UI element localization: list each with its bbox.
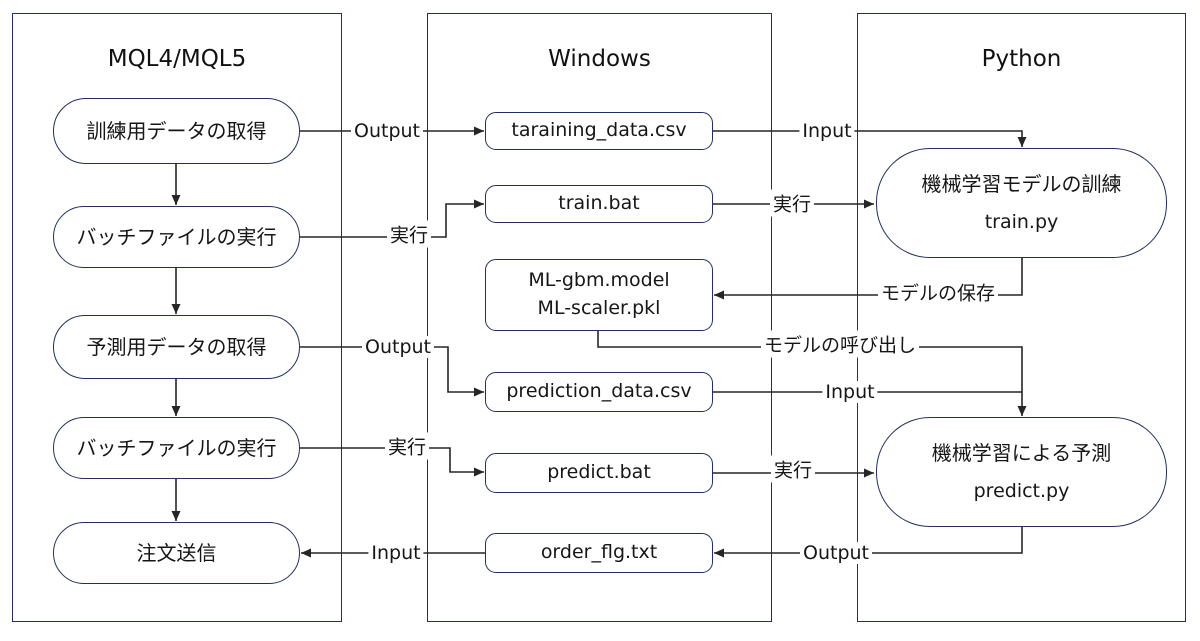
edge-input-train-py <box>713 130 1027 147</box>
train-py-filename: train.py <box>984 210 1059 233</box>
edge-label-output-training: Output <box>351 120 423 142</box>
train-py-title: 機械学習モデルの訓練 <box>921 171 1122 196</box>
edge-exec-train-bat <box>300 199 484 238</box>
edge-label-input-order: Input <box>368 542 424 564</box>
model-file-line2: ML-scaler.pkl <box>537 297 661 319</box>
column-python <box>857 13 1186 622</box>
predict-py-filename: predict.py <box>973 479 1070 502</box>
node-get-training-data: 訓練用データの取得 <box>53 98 300 164</box>
node-send-order: 注文送信 <box>53 522 300 584</box>
edge-label-exec-batch2: 実行 <box>384 432 430 460</box>
column-title-python: Python <box>981 46 1062 72</box>
node-predict-py: 機械学習による予測 predict.py <box>876 417 1167 527</box>
column-title-windows: Windows <box>548 46 651 72</box>
model-file-line1: ML-gbm.model <box>528 269 670 292</box>
node-predict-bat: predict.bat <box>485 453 713 493</box>
node-get-prediction-data: 予測用データの取得 <box>53 315 300 379</box>
edge-label-output-prediction: Output <box>362 336 434 358</box>
edge-label-input-prediction: Input <box>822 381 878 403</box>
edge-label-exec-train-bat: 実行 <box>769 189 815 217</box>
column-mql <box>12 13 342 622</box>
node-order-flag: order_flg.txt <box>485 533 713 573</box>
node-train-bat: train.bat <box>485 185 713 223</box>
edge-label-model-save: モデルの保存 <box>877 278 999 306</box>
node-run-batch-2: バッチファイルの実行 <box>53 417 300 479</box>
node-train-py: 機械学習モデルの訓練 train.py <box>876 148 1167 258</box>
edge-label-input-training: Input <box>799 120 855 142</box>
column-windows <box>427 13 772 622</box>
node-run-batch-1: バッチファイルの実行 <box>53 206 300 268</box>
edge-model-save <box>714 258 1023 300</box>
edge-label-model-load: モデルの呼び出し <box>760 330 920 358</box>
column-title-mql: MQL4/MQL5 <box>107 46 247 72</box>
edge-exec-predict-bat <box>300 447 484 477</box>
predict-py-title: 機械学習による予測 <box>931 440 1112 465</box>
node-training-csv: taraining_data.csv <box>485 112 713 150</box>
edge-label-exec-predict-bat: 実行 <box>770 455 816 483</box>
node-model-files: ML-gbm.model ML-scaler.pkl <box>485 259 713 331</box>
node-prediction-csv: prediction_data.csv <box>485 372 713 412</box>
edge-label-output-predict: Output <box>800 542 872 564</box>
edge-label-exec-batch1: 実行 <box>386 220 432 248</box>
